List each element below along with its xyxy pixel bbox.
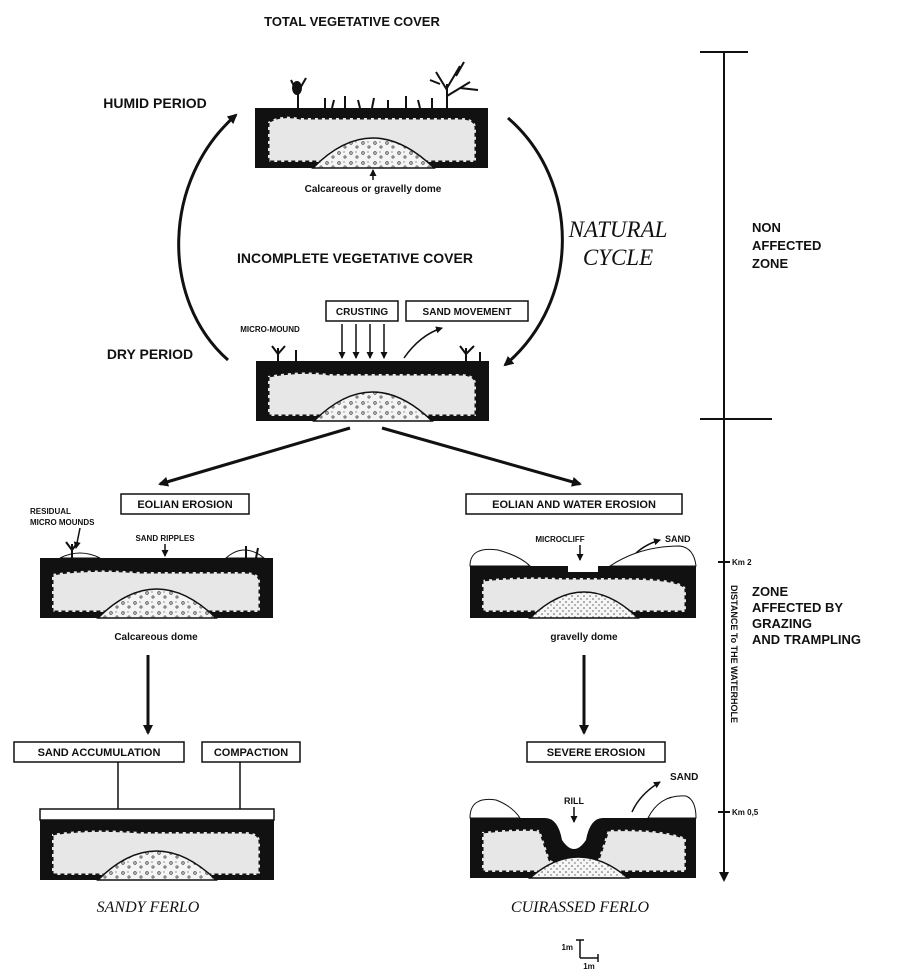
arrow-to-sandy [160, 428, 350, 484]
sand-accumulation-label: SAND ACCUMULATION [38, 747, 161, 759]
scale-horizontal-label: 1m [583, 962, 595, 971]
humid-soil-block [255, 62, 488, 168]
total-cover-title: TOTAL VEGETATIVE COVER [264, 14, 440, 29]
scale-vertical-label: 1m [561, 943, 573, 952]
sandy-soil-block [40, 809, 274, 880]
eolian-water-soil-block [470, 546, 696, 618]
sand-movement-label: SAND MOVEMENT [423, 307, 512, 318]
sand-movement-arrow [404, 328, 442, 358]
scale-bar: 1m 1m [561, 940, 598, 971]
cuirassed-soil-block [470, 796, 696, 878]
non-affected-zone-label-2: AFFECTED [752, 238, 821, 253]
non-affected-zone-label-3: ZONE [752, 256, 788, 271]
micro-mound-label: MICRO-MOUND [240, 325, 300, 334]
natural-cycle-label: NATURAL [568, 217, 668, 242]
natural-cycle-label-2: CYCLE [583, 245, 653, 270]
crusting-arrows [342, 324, 384, 358]
compaction-label: COMPACTION [214, 747, 288, 759]
sand-label: SAND [665, 534, 691, 544]
cycle-arrow-left [179, 115, 236, 360]
eolian-erosion-label: EOLIAN EROSION [137, 499, 232, 511]
eolian-water-erosion-label: EOLIAN AND WATER EROSION [492, 499, 656, 511]
cuirassed-ferlo-label: CUIRASSED FERLO [511, 899, 650, 916]
km05-marker: Km 0,5 [732, 808, 759, 817]
sandy-ferlo-label: SANDY FERLO [97, 899, 200, 916]
vegetation-icon [291, 62, 478, 108]
non-affected-zone-label: NON [752, 220, 781, 235]
arrow-to-cuirassed [382, 428, 580, 484]
km2-marker: Km 2 [732, 558, 752, 567]
affected-zone-label-3: GRAZING [752, 616, 812, 631]
affected-zone-label-2: AFFECTED BY [752, 600, 843, 615]
sand-ripples-label: SAND RIPPLES [135, 534, 195, 543]
incomplete-cover-label: INCOMPLETE VEGETATIVE COVER [237, 250, 473, 266]
sand-label-2: SAND [670, 772, 698, 783]
rill-label: RILL [564, 796, 584, 806]
cycle-arrow-right [505, 118, 562, 365]
residual-mounds-label: RESIDUAL [30, 507, 71, 516]
affected-zone-label: ZONE [752, 584, 788, 599]
humid-period-label: HUMID PERIOD [103, 95, 206, 111]
calcareous-dome-caption: Calcareous dome [114, 632, 198, 643]
affected-zone-label-4: AND TRAMPLING [752, 632, 861, 647]
eolian-soil-block [40, 542, 273, 618]
dry-soil-block [256, 346, 489, 421]
dome-caption-top: Calcareous or gravelly dome [305, 184, 442, 195]
gravelly-dome-caption: gravelly dome [550, 632, 618, 643]
dry-period-label: DRY PERIOD [107, 346, 193, 362]
severe-erosion-label: SEVERE EROSION [547, 747, 645, 759]
residual-mounds-label-2: MICRO MOUNDS [30, 518, 95, 527]
distance-axis-label: DISTANCE To THE WATERHOLE [729, 585, 739, 723]
crusting-label: CRUSTING [336, 307, 388, 318]
microcliff-label: MICROCLIFF [535, 535, 584, 544]
